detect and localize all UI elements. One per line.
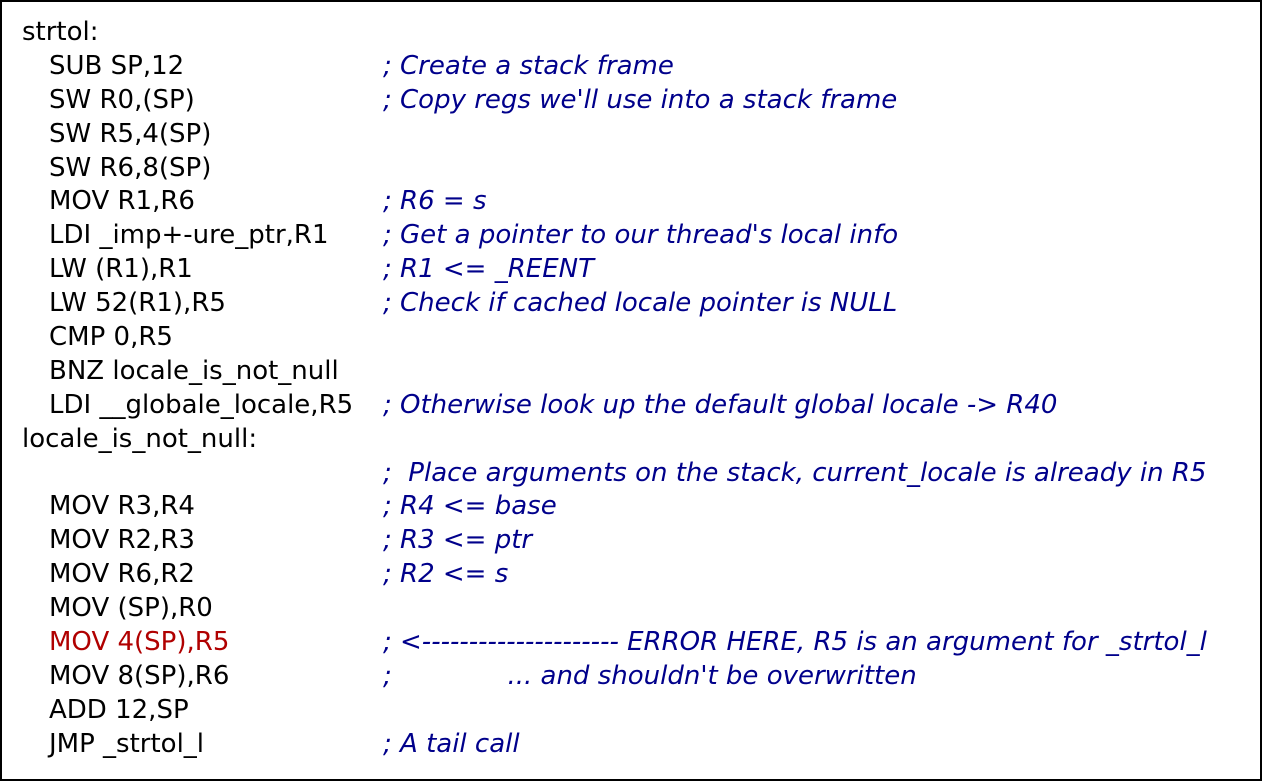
instruction: LDI __globale_locale,R5	[49, 389, 354, 420]
code-comment: ; A tail call	[383, 728, 520, 759]
instruction: ADD 12,SP	[49, 694, 189, 725]
code-comment: ; R3 <= ptr	[383, 525, 533, 556]
instruction: MOV R2,R3	[49, 525, 195, 556]
code-comment: ; Create a stack frame	[383, 50, 674, 81]
code-comment: ; Get a pointer to our thread's local in…	[383, 220, 899, 251]
instruction: SW R6,8(SP)	[49, 152, 212, 183]
instruction: SUB SP,12	[49, 50, 185, 81]
code-comment: ; R4 <= base	[383, 491, 557, 522]
code-comment: ; Place arguments on the stack, current_…	[383, 457, 1207, 488]
instruction: SW R5,4(SP)	[49, 118, 212, 149]
code-comment: ; Check if cached locale pointer is NULL	[383, 288, 898, 319]
code-comment: ; ... and shouldn't be overwritten	[383, 660, 917, 691]
code-comment: ; Otherwise look up the default global l…	[383, 389, 1058, 420]
instruction: JMP _strtol_l	[49, 728, 205, 759]
instruction: LW (R1),R1	[49, 254, 193, 285]
instruction: SW R0,(SP)	[49, 84, 195, 115]
instruction: MOV 8(SP),R6	[49, 660, 230, 691]
code-comment: ; <--------------------- ERROR HERE, R5 …	[383, 627, 1207, 658]
instruction: MOV (SP),R0	[49, 593, 213, 624]
code-label: locale_is_not_null:	[22, 423, 258, 454]
instruction: MOV R1,R6	[49, 186, 195, 217]
code-comment: ; R1 <= _REENT	[383, 254, 594, 285]
instruction: LDI _imp+-ure_ptr,R1	[49, 220, 329, 251]
code-comment: ; R2 <= s	[383, 559, 509, 590]
instruction: BNZ locale_is_not_null	[49, 355, 339, 386]
code-comment: ; R6 = s	[383, 186, 487, 217]
instruction: MOV R6,R2	[49, 559, 195, 590]
code-comment: ; Copy regs we'll use into a stack frame	[383, 84, 898, 115]
error-instruction: MOV 4(SP),R5	[49, 627, 230, 658]
code-label: strtol:	[22, 17, 99, 47]
instruction: LW 52(R1),R5	[49, 288, 226, 319]
instruction: MOV R3,R4	[49, 491, 195, 522]
instruction: CMP 0,R5	[49, 322, 173, 353]
